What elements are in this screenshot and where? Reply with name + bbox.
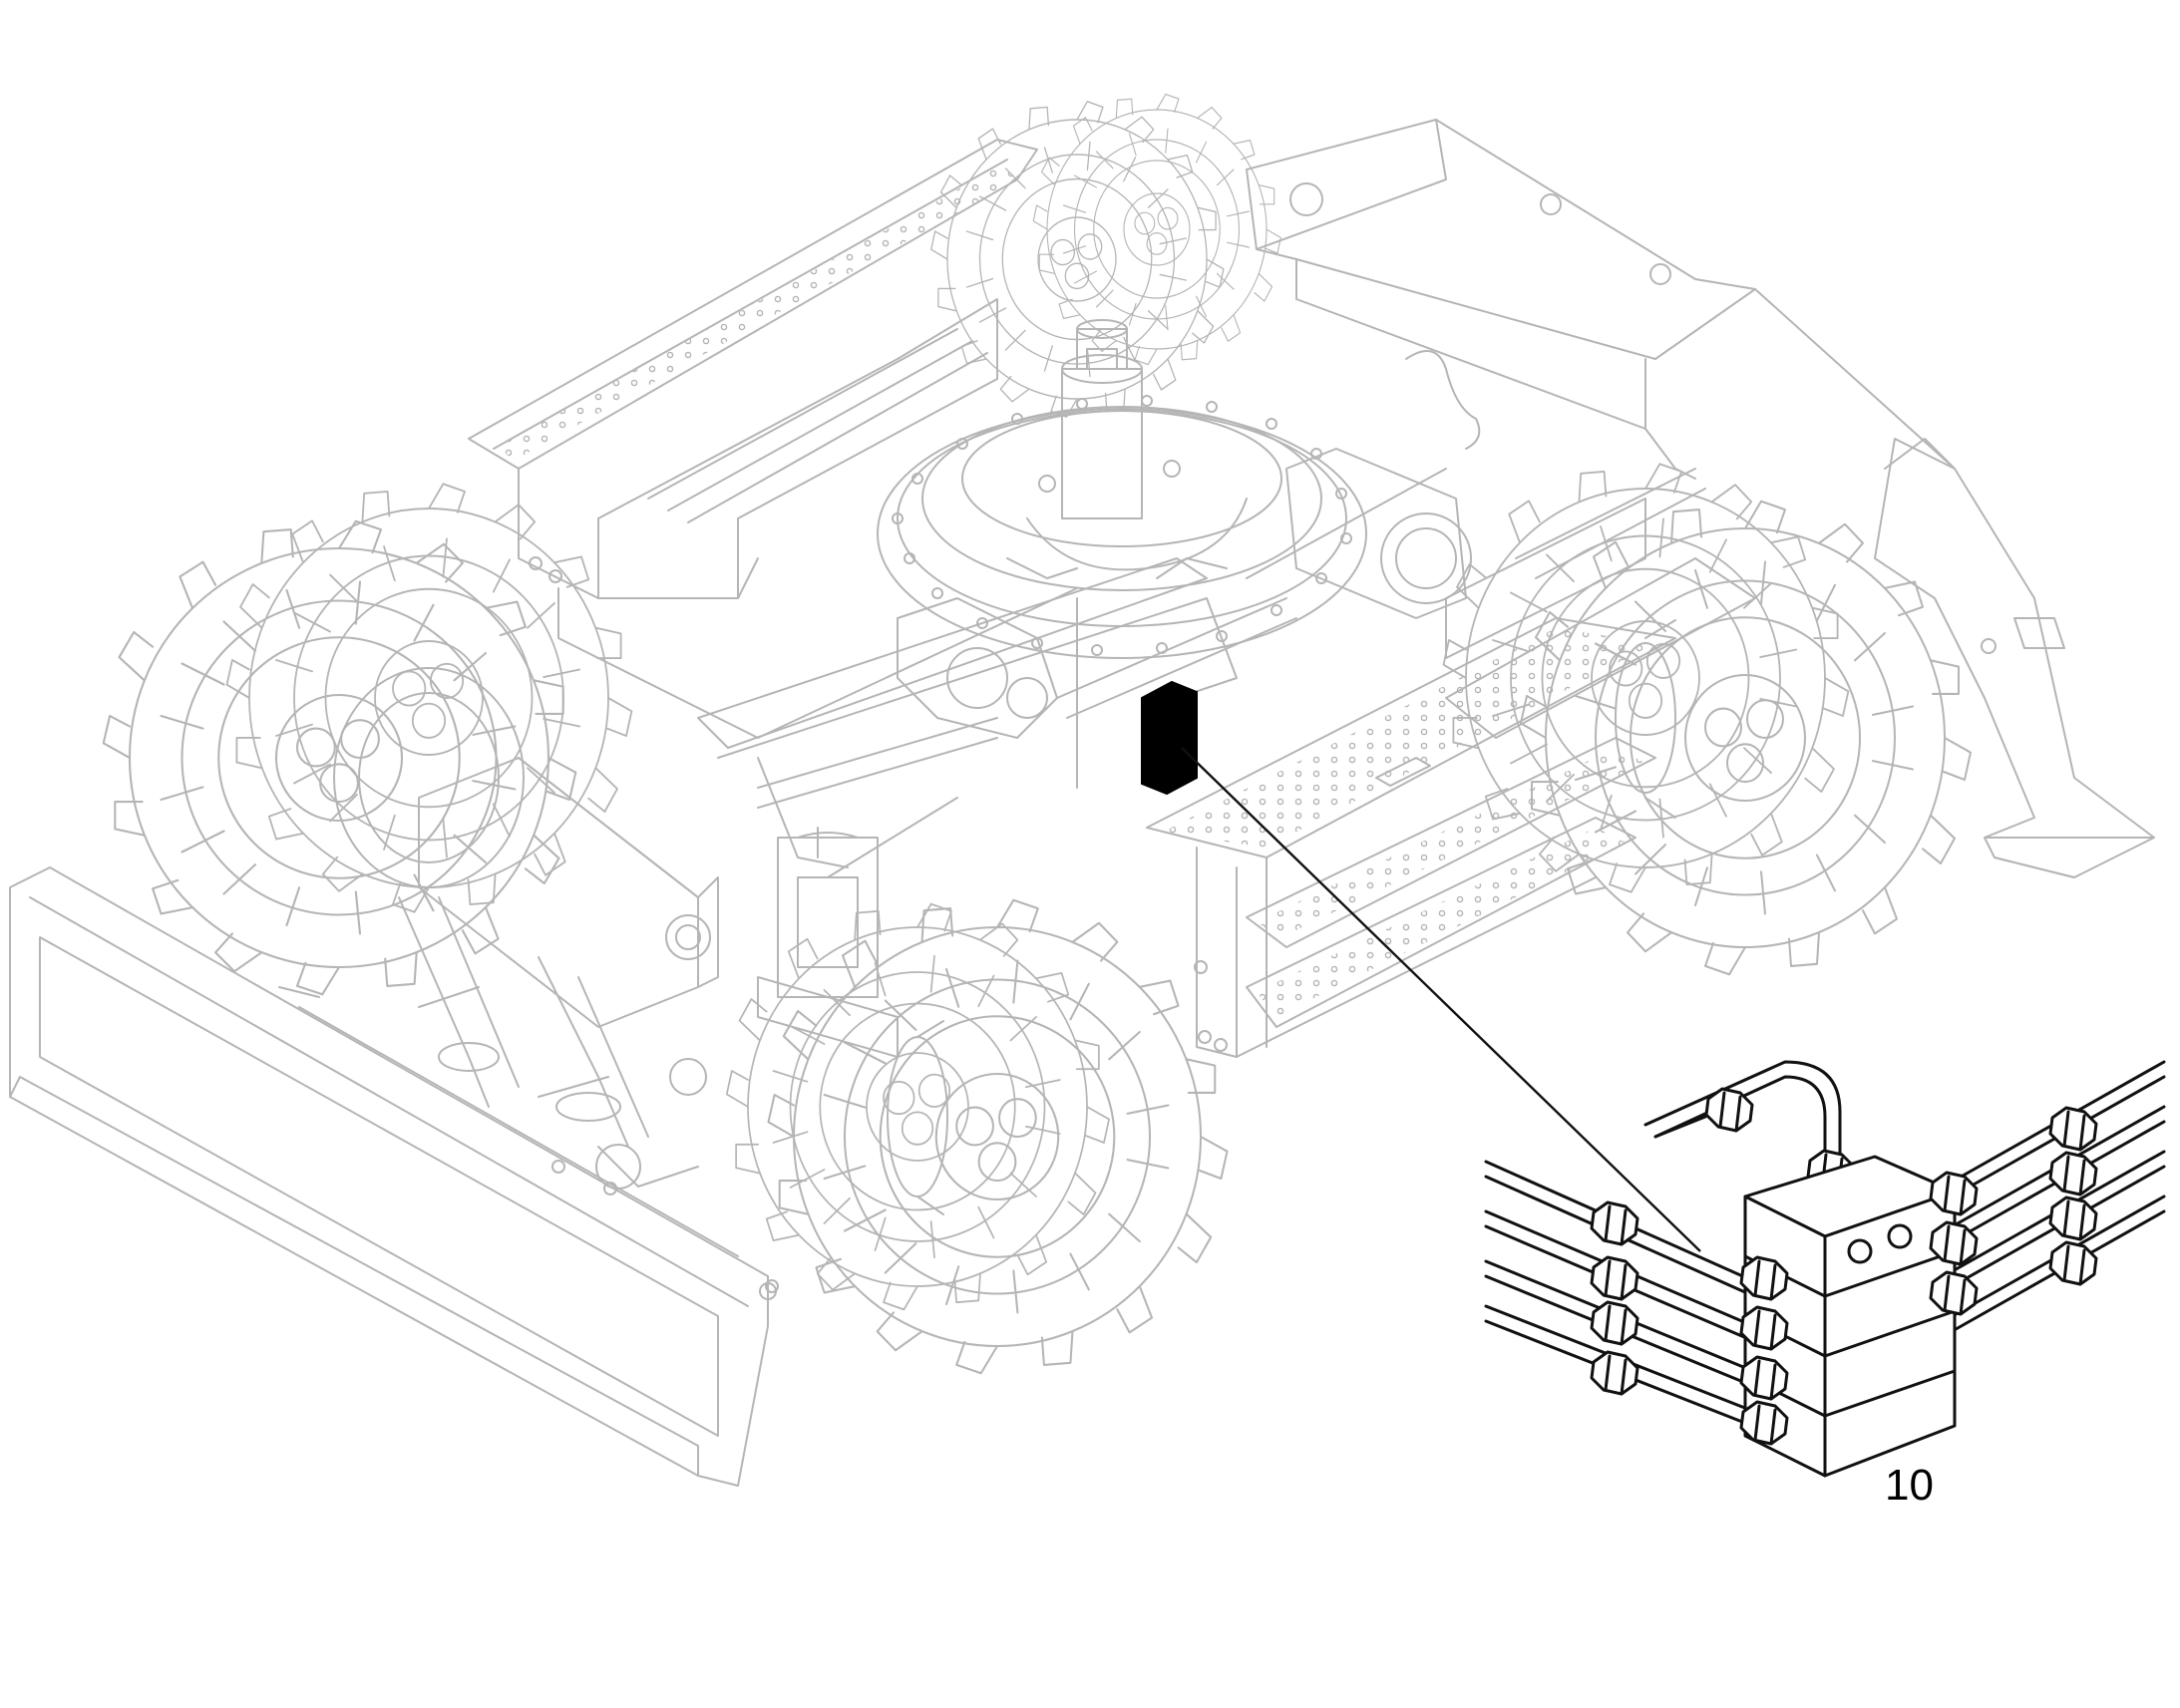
callout-leader-line <box>1181 747 1701 1252</box>
wheel-rear-right-outer <box>1519 500 1973 976</box>
chassis <box>468 119 2155 1293</box>
wheel-front-left-inner <box>225 483 633 913</box>
component-location-marker <box>1141 680 1198 796</box>
dozer-blade <box>9 866 777 1487</box>
slewing-ring <box>877 319 1367 659</box>
hub-details <box>333 468 1676 1215</box>
callout-number-label: 10 <box>1885 1461 1934 1510</box>
drivetrain <box>757 448 1472 809</box>
front-axle <box>398 757 899 1190</box>
wheel-front-right-outer <box>767 898 1229 1375</box>
wheel-rear-left-inner <box>1032 93 1281 366</box>
distributor-block-detail <box>1484 1060 2166 1478</box>
